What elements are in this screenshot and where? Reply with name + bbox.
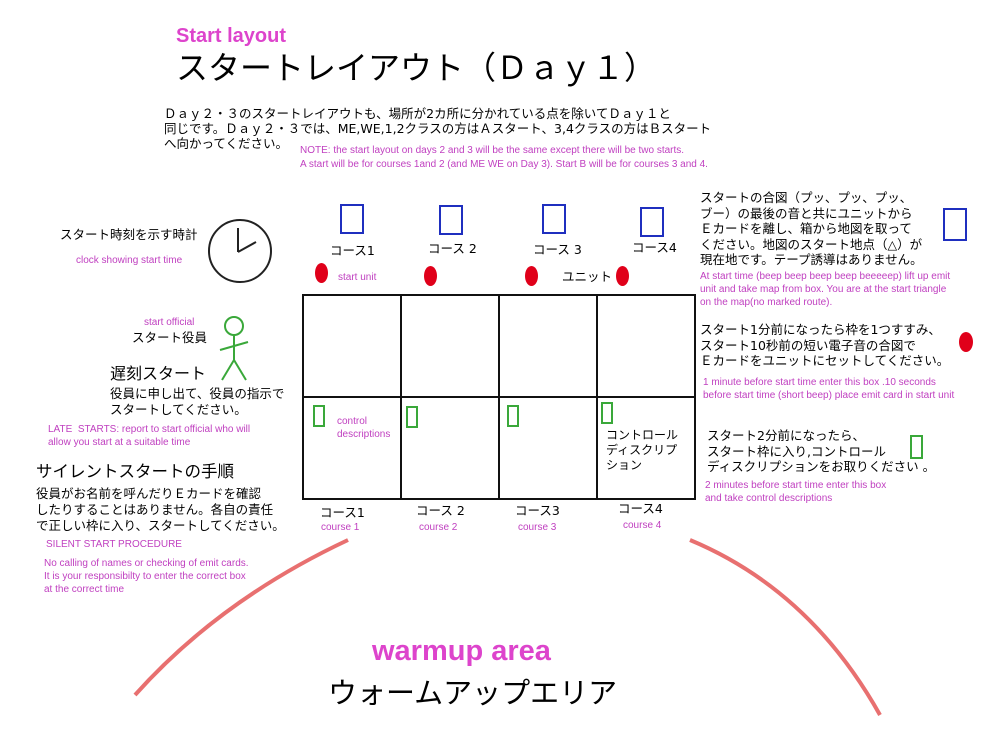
- unit-label-ja: ユニット: [562, 269, 613, 284]
- clock-label-ja: スタート時刻を示す時計: [60, 227, 198, 242]
- course-bottom-ja-3: コース3: [515, 503, 560, 518]
- start-signal-en: At start time (beep beep beep beep beeee…: [700, 271, 951, 308]
- silent-en: No calling of names or checking of emit …: [44, 558, 249, 595]
- control-desc-box-3: [507, 405, 519, 427]
- start-unit-3: [525, 266, 538, 286]
- warmup-ja: ウォームアップエリア: [328, 676, 618, 710]
- course-top-1: コース1: [330, 243, 375, 258]
- late-en: LATE STARTS: report to start official wh…: [48, 424, 251, 448]
- start-unit-label-en: start unit: [338, 272, 377, 283]
- course-top-3: コース 3: [533, 242, 582, 257]
- control-desc-box-1: [313, 405, 325, 427]
- start-signal-ja: スタートの合図（プッ、プッ、プッ、 ブー）の最後の音と共にユニットから Ｅカード…: [700, 190, 923, 267]
- one-min-en: 1 minute before start time enter this bo…: [703, 377, 955, 401]
- course-bottom-en-2: course 2: [419, 522, 458, 533]
- intro-en: NOTE: the start layout on days 2 and 3 w…: [300, 145, 708, 170]
- map-box-course-2: [439, 205, 463, 235]
- control-desc-en: control descriptions: [337, 416, 391, 440]
- intro-ja: Ｄａｙ２・３のスタートレイアウトも、場所が2カ所に分かれている点を除いてＤａｙ１…: [164, 106, 712, 151]
- clock-label-en: clock showing start time: [76, 255, 183, 266]
- course-bottom-en-3: course 3: [518, 522, 557, 533]
- control-desc-ja: コントロール ディスクリプ ション: [606, 428, 679, 472]
- start-unit-4: [616, 266, 629, 286]
- two-min-en: 2 minutes before start time enter this b…: [705, 480, 887, 504]
- course-top-4: コース4: [632, 240, 677, 255]
- clock-icon: [208, 219, 272, 283]
- warmup-arc-right: [689, 538, 882, 716]
- official-ja: スタート役員: [132, 330, 208, 345]
- course-bottom-en-4: course 4: [623, 520, 662, 531]
- official-en: start official: [144, 317, 195, 328]
- course-bottom-ja-4: コース4: [618, 501, 663, 516]
- course-top-2: コース 2: [428, 241, 477, 256]
- warmup-en: warmup area: [372, 635, 551, 667]
- late-ja: 役員に申し出て、役員の指示で スタートしてください。: [110, 386, 285, 417]
- course-bottom-en-1: course 1: [321, 522, 360, 533]
- start-unit-2: [424, 266, 437, 286]
- silent-title: サイレントスタートの手順: [36, 462, 234, 481]
- legend-map-box: [943, 208, 967, 241]
- silent-ja: 役員がお名前を呼んだりＥカードを確認 したりすることはありません。各自の責任 で…: [36, 486, 285, 533]
- legend-start-unit: [959, 332, 973, 352]
- control-desc-box-4: [601, 402, 613, 424]
- two-min-ja: スタート2分前になったら、 スタート枠に入り,コントロール ディスクリプションを…: [707, 428, 936, 474]
- late-title: 遅刻スタート: [110, 364, 207, 383]
- title-en: Start layout: [176, 25, 287, 47]
- control-desc-box-2: [406, 406, 418, 428]
- map-box-course-3: [542, 204, 566, 234]
- map-box-course-4: [640, 207, 664, 237]
- silent-en-title: SILENT START PROCEDURE: [46, 539, 182, 550]
- course-bottom-ja-2: コース 2: [416, 503, 465, 518]
- start-official-figure-icon: [219, 316, 249, 381]
- start-unit-1: [315, 263, 328, 283]
- course-bottom-ja-1: コース1: [320, 505, 365, 520]
- legend-control-desc-box: [910, 435, 923, 459]
- one-min-ja: スタート1分前になったら枠を1つすすみ、 スタート10秒前の短い電子音の合図で …: [700, 322, 950, 368]
- map-box-course-1: [340, 204, 364, 234]
- title-ja: スタートレイアウト（Ｄａｙ１）: [176, 49, 657, 87]
